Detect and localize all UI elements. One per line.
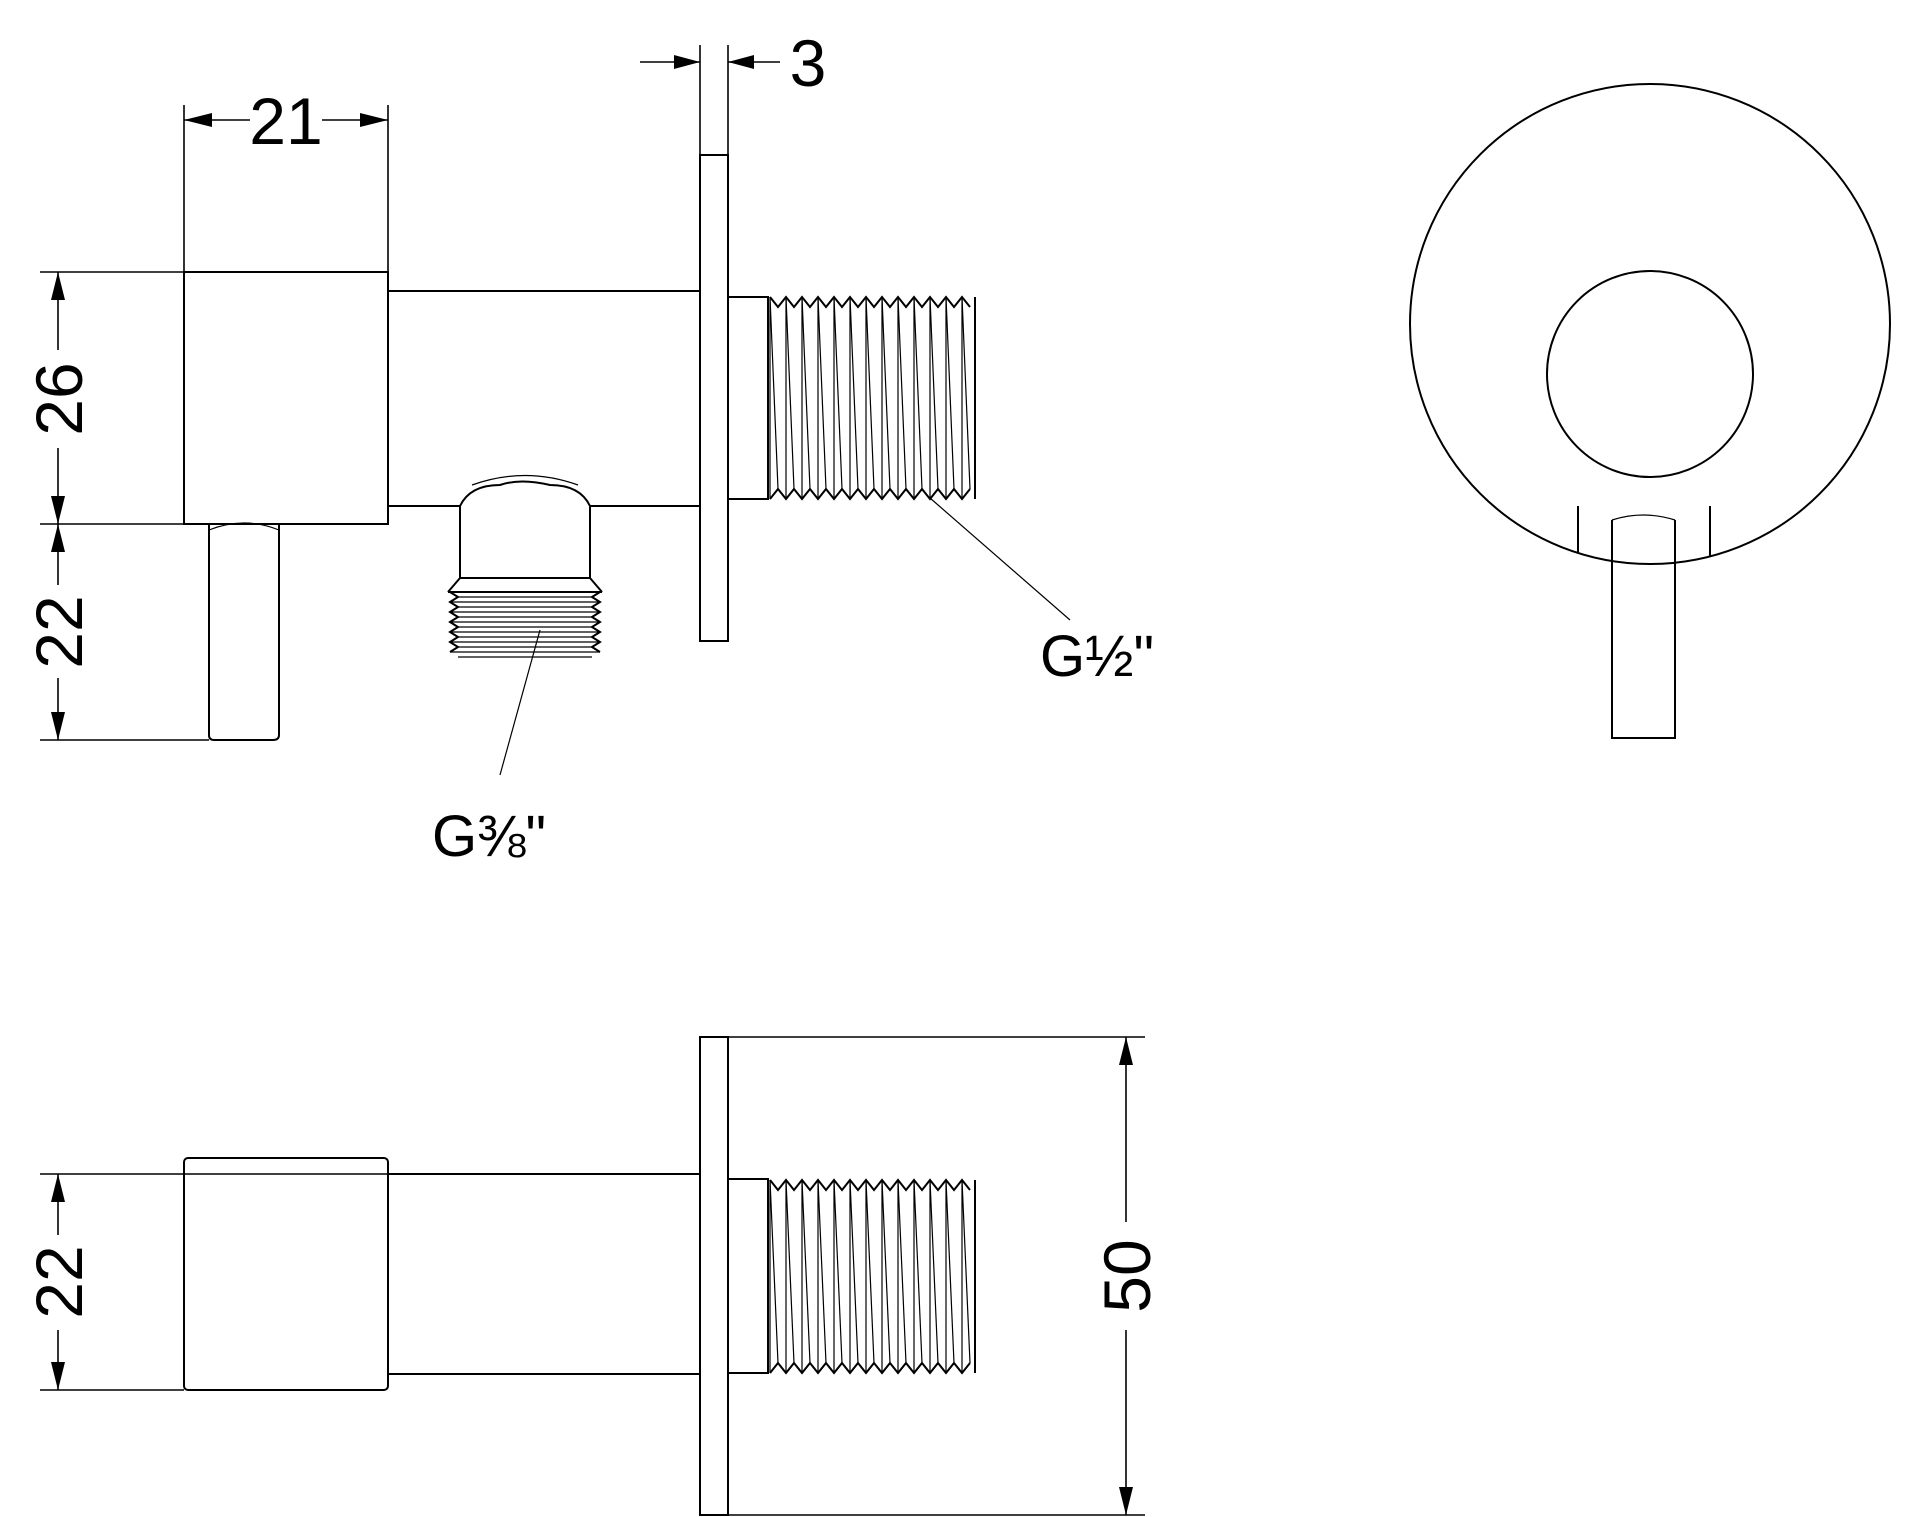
valve-body [183,271,389,525]
dimension-22-lever: 22 [22,524,209,741]
lever-handle [208,524,280,741]
dim-label-22-body: 22 [22,1245,96,1318]
dim-label-3: 3 [790,26,827,100]
side-view: 21 3 26 22 [22,26,1154,869]
thread-label-outlet: G⅜" [432,804,546,869]
top-inlet-connector [727,1178,769,1374]
inlet-thread [769,295,976,501]
front-view [1409,83,1891,739]
thread-label-inlet: G½" [1040,624,1154,689]
outlet-connector [447,474,603,593]
outlet-thread [448,591,602,658]
dim-label-21: 21 [249,84,322,158]
front-outlet-thread [1565,580,1723,655]
inlet-connector [727,296,769,500]
top-inlet-thread [769,1178,976,1375]
dimension-3: 3 [640,26,826,155]
front-lever [1611,520,1676,739]
top-flange [699,1036,729,1516]
dimension-26: 26 [22,271,184,525]
top-view: 22 50 [22,1036,1164,1516]
front-flange-outline [1409,83,1891,565]
wall-flange [699,154,729,642]
dimension-22-body: 22 [22,1173,700,1391]
dim-label-50: 50 [1090,1239,1164,1312]
top-body [183,1157,389,1391]
dimension-50: 50 [728,1036,1164,1516]
dim-label-22-lever: 22 [22,595,96,668]
dimension-21: 21 [183,84,389,272]
dim-label-26: 26 [22,362,96,435]
front-body-outline [1546,270,1754,478]
